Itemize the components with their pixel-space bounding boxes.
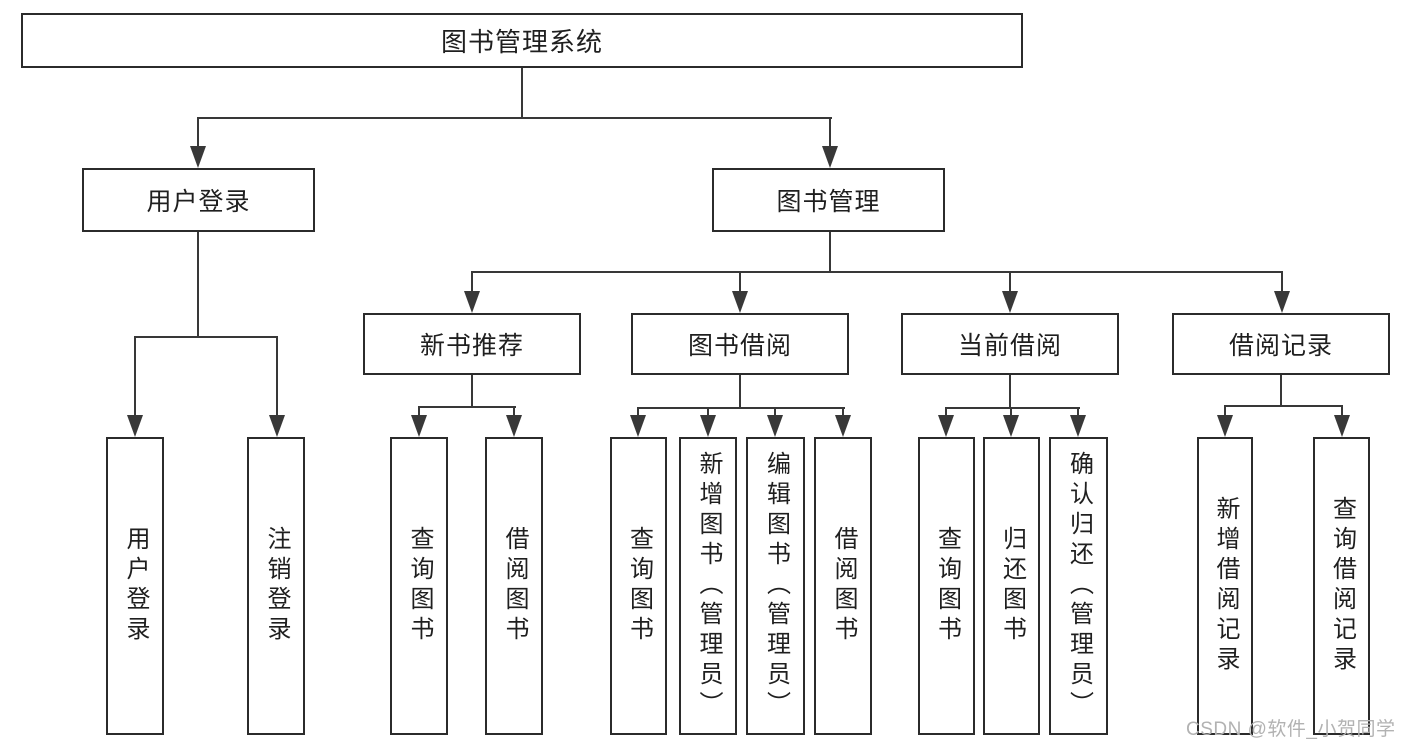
leaf-borrow-books: 借阅图书: [814, 437, 872, 735]
node-user-login: 用户登录: [82, 168, 315, 232]
arrow-down-icon: [269, 415, 285, 437]
node-borrow-records: 借阅记录: [1172, 313, 1390, 375]
connector-line: [739, 271, 741, 293]
connector-line: [1077, 407, 1079, 417]
leaf-label: 注销登录: [263, 526, 290, 646]
leaf-label: 借阅图书: [830, 526, 857, 646]
leaf-confirm-return-admin: 确认归还（管理员）: [1049, 437, 1108, 735]
leaf-return-books: 归还图书: [983, 437, 1040, 735]
connector-line: [471, 271, 473, 293]
leaf-label: 确认归还（管理员）: [1065, 451, 1093, 721]
arrow-down-icon: [700, 415, 716, 437]
connector-line: [1280, 375, 1282, 407]
arrow-down-icon: [411, 415, 427, 437]
connector-line: [829, 117, 831, 148]
node-book-borrow: 图书借阅: [631, 313, 849, 375]
connector-line: [1010, 407, 1012, 417]
connector-line: [1281, 271, 1283, 293]
connector-line: [1224, 405, 1226, 417]
connector-line: [945, 407, 947, 417]
leaf-label: 编辑图书（管理员）: [762, 451, 790, 721]
connector-line: [513, 406, 515, 417]
leaf-label: 查询图书: [406, 526, 433, 646]
connector-line: [774, 407, 776, 417]
leaf-query-books-borrow: 查询图书: [610, 437, 667, 735]
connector-line: [637, 407, 845, 409]
leaf-label: 新增借阅记录: [1212, 496, 1239, 676]
arrow-down-icon: [938, 415, 954, 437]
leaf-user-login: 用户登录: [106, 437, 164, 735]
leaf-label: 归还图书: [998, 526, 1026, 646]
arrow-down-icon: [767, 415, 783, 437]
arrow-down-icon: [732, 291, 748, 313]
node-library-system: 图书管理系统: [21, 13, 1023, 68]
leaf-add-books-admin: 新增图书（管理员）: [679, 437, 737, 735]
node-current-borrow: 当前借阅: [901, 313, 1119, 375]
connector-line: [707, 407, 709, 417]
leaf-label: 查询借阅记录: [1328, 496, 1356, 676]
node-book-management: 图书管理: [712, 168, 945, 232]
arrow-down-icon: [1217, 415, 1233, 437]
connector-line: [418, 406, 420, 417]
arrow-down-icon: [190, 146, 206, 168]
connector-line: [418, 406, 516, 408]
arrow-down-icon: [1002, 291, 1018, 313]
connector-line: [197, 117, 199, 148]
arrow-down-icon: [630, 415, 646, 437]
connector-line: [276, 336, 278, 417]
connector-line: [829, 232, 831, 273]
leaf-query-borrow-record: 查询借阅记录: [1313, 437, 1370, 735]
connector-line: [197, 232, 199, 337]
leaf-label: 借阅图书: [501, 526, 528, 646]
arrow-down-icon: [1003, 415, 1019, 437]
connector-line: [1009, 375, 1011, 409]
leaf-add-borrow-record: 新增借阅记录: [1197, 437, 1253, 735]
connector-line: [637, 407, 639, 417]
leaf-label: 查询图书: [933, 526, 961, 646]
connector-line: [134, 336, 136, 417]
connector-line: [471, 375, 473, 408]
arrow-down-icon: [1274, 291, 1290, 313]
arrow-down-icon: [1070, 415, 1086, 437]
csdn-watermark: CSDN @软件_小贺同学: [1186, 719, 1396, 740]
connector-line: [842, 407, 844, 417]
arrow-down-icon: [506, 415, 522, 437]
leaf-query-books-current: 查询图书: [918, 437, 975, 735]
node-new-book-recommend: 新书推荐: [363, 313, 581, 375]
leaf-label: 用户登录: [122, 526, 149, 646]
arrow-down-icon: [1334, 415, 1350, 437]
leaf-edit-books-admin: 编辑图书（管理员）: [746, 437, 805, 735]
connector-line: [197, 117, 832, 119]
connector-line: [134, 336, 278, 338]
leaf-borrow-books-recommend: 借阅图书: [485, 437, 543, 735]
connector-line: [1341, 405, 1343, 417]
leaf-logout: 注销登录: [247, 437, 305, 735]
connector-line: [471, 271, 1283, 273]
leaf-label: 新增图书（管理员）: [695, 451, 722, 721]
connector-line: [739, 375, 741, 409]
connector-line: [1009, 271, 1011, 293]
connector-line: [521, 68, 523, 118]
arrow-down-icon: [127, 415, 143, 437]
leaf-query-books-recommend: 查询图书: [390, 437, 448, 735]
arrow-down-icon: [835, 415, 851, 437]
arrow-down-icon: [464, 291, 480, 313]
leaf-label: 查询图书: [625, 526, 653, 646]
arrow-down-icon: [822, 146, 838, 168]
connector-line: [945, 407, 1080, 409]
connector-line: [1224, 405, 1343, 407]
